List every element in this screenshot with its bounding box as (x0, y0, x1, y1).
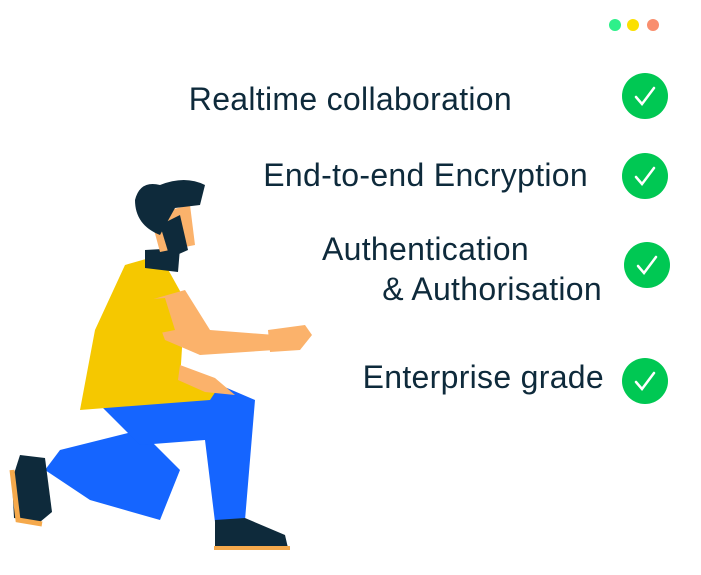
window-dot-red (647, 19, 659, 31)
feature-realtime-collaboration: Realtime collaboration (188, 81, 512, 117)
check-icon (622, 358, 668, 404)
check-icon (622, 153, 668, 199)
feature-enterprise-grade: Enterprise grade (362, 359, 604, 395)
feature-authorisation-line2: & Authorisation (382, 271, 602, 307)
window-dot-yellow (627, 19, 639, 31)
feature-authentication-line1: Authentication (321, 231, 529, 267)
feature-end-to-end-encryption: End-to-end Encryption (263, 157, 588, 193)
window-dot-green (609, 19, 621, 31)
check-icon (622, 73, 668, 119)
check-icon (624, 242, 670, 288)
